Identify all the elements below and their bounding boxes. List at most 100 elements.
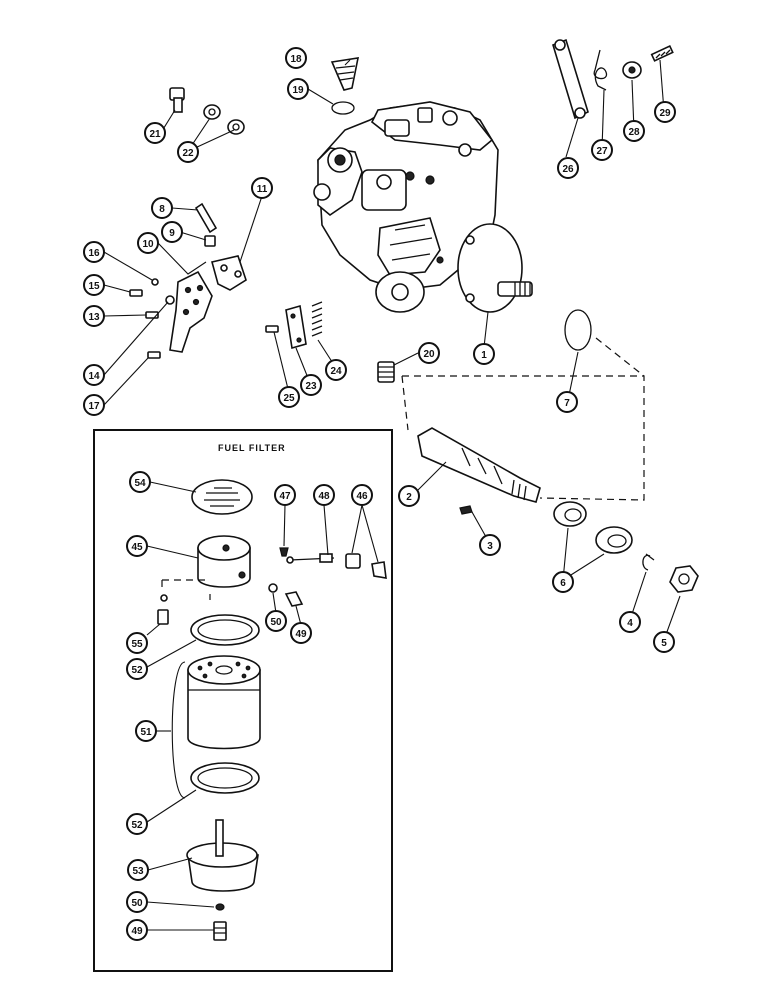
cover-plate (285, 304, 307, 350)
bearing-spacer-b (595, 526, 633, 554)
svg-text:46: 46 (356, 491, 368, 502)
svg-text:15: 15 (88, 281, 100, 292)
filter-bowl (186, 819, 259, 892)
callout-51: 51 (135, 720, 157, 742)
svg-text:23: 23 (305, 381, 317, 392)
svg-text:53: 53 (132, 866, 144, 877)
svg-text:7: 7 (564, 398, 570, 409)
callout-17: 17 (83, 394, 105, 416)
callout-47: 47 (274, 484, 296, 506)
svg-text:51: 51 (140, 727, 152, 738)
check-valve (279, 547, 289, 557)
callout-49-upper: 49 (290, 622, 312, 644)
svg-text:25: 25 (283, 393, 295, 404)
svg-text:19: 19 (292, 85, 304, 96)
callout-25: 25 (278, 386, 300, 408)
svg-text:50: 50 (131, 898, 143, 909)
callout-11: 11 (251, 177, 273, 199)
svg-text:20: 20 (423, 349, 435, 360)
callout-55: 55 (126, 632, 148, 654)
fuel-filter-inset: FUEL FILTER (93, 429, 393, 972)
callout-49-lower: 49 (126, 919, 148, 941)
svg-text:26: 26 (562, 164, 574, 175)
callout-2: 2 (398, 485, 420, 507)
hex-nut (669, 565, 699, 593)
callout-52-lower: 52 (126, 813, 148, 835)
seal-washer-lower (215, 903, 225, 911)
callout-23: 23 (300, 374, 322, 396)
svg-text:24: 24 (330, 366, 342, 377)
callout-52-upper: 52 (126, 658, 148, 680)
callout-20: 20 (418, 342, 440, 364)
callout-1: 1 (473, 343, 495, 365)
callout-9: 9 (161, 221, 183, 243)
drain-bolt-lower (213, 921, 227, 941)
callout-14: 14 (83, 364, 105, 386)
callout-16: 16 (83, 241, 105, 263)
svg-text:45: 45 (131, 542, 143, 553)
o-ring (331, 101, 355, 115)
svg-text:48: 48 (318, 491, 330, 502)
svg-text:47: 47 (279, 491, 291, 502)
svg-text:49: 49 (131, 926, 143, 937)
callout-18: 18 (285, 47, 307, 69)
callout-50-lower: 50 (126, 891, 148, 913)
callout-45: 45 (126, 535, 148, 557)
callout-50-upper: 50 (265, 610, 287, 632)
svg-text:11: 11 (257, 184, 268, 195)
svg-text:8: 8 (159, 204, 165, 215)
assembly-guide-line (401, 337, 645, 501)
svg-text:27: 27 (596, 146, 608, 157)
compression-spring (311, 301, 323, 337)
callout-46: 46 (351, 484, 373, 506)
o-ring-large (564, 309, 592, 351)
svg-text:10: 10 (142, 239, 154, 250)
bushing (622, 61, 642, 79)
callout-29: 29 (654, 101, 676, 123)
filter-gasket-lower (190, 762, 260, 794)
svg-text:16: 16 (88, 248, 100, 259)
svg-text:18: 18 (290, 54, 302, 65)
callout-48: 48 (313, 484, 335, 506)
inset-title: FUEL FILTER (218, 443, 286, 453)
callout-27: 27 (591, 139, 613, 161)
svg-text:4: 4 (627, 618, 633, 629)
drive-shaft (417, 427, 541, 503)
svg-text:14: 14 (88, 371, 100, 382)
retaining-screw (265, 325, 279, 333)
screw (650, 44, 674, 62)
svg-text:55: 55 (131, 639, 143, 650)
callout-22: 22 (177, 141, 199, 163)
callout-6: 6 (552, 571, 574, 593)
seal-washer-upper (268, 583, 278, 593)
callout-21: 21 (144, 122, 166, 144)
callout-13: 13 (83, 305, 105, 327)
svg-text:1: 1 (481, 350, 487, 361)
svg-text:50: 50 (270, 617, 282, 628)
svg-text:52: 52 (131, 665, 143, 676)
sealing-washers (203, 104, 245, 135)
callout-54: 54 (129, 471, 151, 493)
callout-10: 10 (137, 232, 159, 254)
bleed-screw-rod (286, 553, 335, 564)
svg-text:22: 22 (182, 148, 194, 159)
filter-head (197, 535, 251, 588)
filter-element (187, 655, 261, 750)
svg-text:9: 9 (169, 228, 175, 239)
element-bracket (171, 661, 186, 799)
drive-shaft-key (459, 505, 473, 515)
filter-guide-line (161, 579, 211, 600)
callout-53: 53 (127, 859, 149, 881)
banjo-bolt (169, 87, 185, 113)
svg-text:6: 6 (560, 578, 566, 589)
callout-7: 7 (556, 391, 578, 413)
callout-24: 24 (325, 359, 347, 381)
callout-19: 19 (287, 78, 309, 100)
filter-screw (157, 594, 169, 625)
filter-gasket-upper (190, 614, 260, 646)
svg-text:29: 29 (659, 108, 671, 119)
callout-28: 28 (623, 120, 645, 142)
filter-disc (191, 479, 253, 515)
svg-text:13: 13 (88, 312, 100, 323)
